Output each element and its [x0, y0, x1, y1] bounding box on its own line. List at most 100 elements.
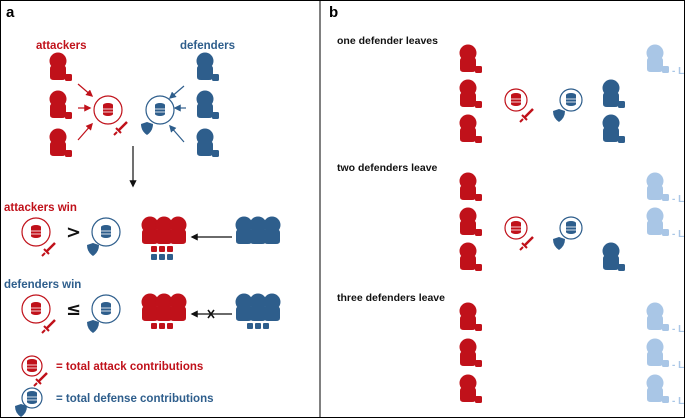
- attacker-person-icon: [169, 293, 187, 321]
- row-one-title: one defender leaves: [337, 35, 438, 47]
- leave-tag: - L: [672, 324, 684, 335]
- leq-symbol: ≤: [66, 299, 81, 320]
- departed-defender-icon: [646, 338, 669, 367]
- row-one-defenders: [602, 79, 625, 143]
- attacker-person-icon: [169, 216, 187, 244]
- legend-defense-text: = total defense contributions: [56, 393, 214, 405]
- sword-icon: [112, 120, 129, 137]
- attacker-person-icon: [141, 293, 159, 321]
- attackers-label: attackers: [36, 40, 87, 52]
- defender-person-icon: [263, 216, 281, 244]
- row-two-pools: [504, 216, 583, 252]
- sword-icon: [40, 241, 57, 258]
- shield-icon: [87, 243, 99, 256]
- panel-a-letter: a: [6, 4, 15, 21]
- attacker-person-icon: [459, 44, 482, 73]
- defense-pool: [141, 95, 175, 135]
- attacker-person-icon: [459, 338, 482, 367]
- defender-person-icon: [602, 114, 625, 143]
- defenders-win-group: [141, 293, 281, 329]
- departed-defender-icon: [646, 374, 669, 403]
- attacker-person-icon: [459, 79, 482, 108]
- defender-person-icon: [235, 293, 253, 321]
- shield-icon: [15, 404, 27, 417]
- attacker-person-icon: [49, 128, 72, 157]
- defender-person-icon: [249, 216, 267, 244]
- coin-stack-icon: [26, 358, 38, 373]
- defender-person-icon: [602, 242, 625, 271]
- attacker-person-icon: [459, 172, 482, 201]
- attacker-person-icon: [49, 90, 72, 119]
- sword-icon: [518, 235, 535, 252]
- coin-stack-icon: [565, 92, 577, 107]
- arrow-icon: [77, 83, 94, 97]
- departed-defender-icon: [646, 44, 669, 73]
- panel-b-letter: b: [329, 4, 338, 21]
- coin-stack-icon: [510, 92, 522, 107]
- attacker-person-icon: [155, 216, 173, 244]
- attacker-person-icon: [49, 52, 72, 81]
- coin-stack-icon: [100, 301, 112, 316]
- defender-person-icon: [235, 216, 253, 244]
- shield-icon: [553, 109, 565, 122]
- defenders-win-row: ≤: [21, 294, 121, 335]
- legend-defense: = total defense contributions: [15, 387, 214, 417]
- coin-stack-icon: [510, 220, 522, 235]
- attacker-arrows: [77, 83, 94, 141]
- row-one-leavers: - L: [646, 44, 684, 77]
- defender-group: [196, 52, 219, 157]
- arrow-icon: [77, 122, 93, 141]
- row-two-leavers: - L - L: [646, 172, 684, 240]
- row-one-attackers: [459, 44, 482, 143]
- row-three-attackers: [459, 302, 482, 403]
- attacker-group: [49, 52, 72, 157]
- arrow-icon: [169, 124, 185, 143]
- cross-icon: [207, 309, 215, 319]
- shield-icon: [87, 320, 99, 333]
- leave-tag: - L: [672, 396, 684, 407]
- legend-attack: = total attack contributions: [21, 355, 203, 388]
- legend-attack-text: = total attack contributions: [56, 361, 203, 373]
- coin-stack-icon: [26, 390, 38, 405]
- defender-person-icon: [602, 79, 625, 108]
- defenders-win-label: defenders win: [4, 279, 81, 291]
- coin-stack-icon: [30, 301, 42, 316]
- departed-defender-icon: [646, 207, 669, 236]
- coin-stack-icon: [30, 224, 42, 239]
- sword-icon: [40, 318, 57, 335]
- coin-stack-icon: [100, 224, 112, 239]
- leave-tag: - L: [672, 66, 684, 77]
- attacker-person-icon: [459, 374, 482, 403]
- row-three-title: three defenders leave: [337, 292, 445, 304]
- leave-tag: - L: [672, 229, 684, 240]
- row-one-pools: [504, 88, 583, 124]
- sword-icon: [518, 107, 535, 124]
- defenders-label: defenders: [180, 40, 235, 52]
- defender-person-icon: [249, 293, 267, 321]
- shield-icon: [553, 237, 565, 250]
- departed-defender-icon: [646, 172, 669, 201]
- attackers-win-row: >: [21, 217, 121, 258]
- leave-tag: - L: [672, 194, 684, 205]
- shield-icon: [141, 122, 153, 135]
- row-two-attackers: [459, 172, 482, 271]
- arrow-icon: [168, 85, 185, 99]
- row-two-defenders: [602, 242, 625, 271]
- attack-pool: [93, 95, 129, 137]
- defender-person-icon: [263, 293, 281, 321]
- attacker-person-icon: [141, 216, 159, 244]
- defender-arrows: [168, 85, 186, 143]
- coin-stack-icon: [102, 102, 114, 117]
- leave-tag: - L: [672, 360, 684, 371]
- row-three-leavers: - L - L - L: [646, 302, 684, 407]
- attacker-person-icon: [459, 207, 482, 236]
- attacker-person-icon: [459, 302, 482, 331]
- attacker-person-icon: [155, 293, 173, 321]
- coin-stack-icon: [565, 220, 577, 235]
- coin-stack-icon: [154, 102, 166, 117]
- greater-symbol: >: [66, 222, 81, 243]
- defender-person-icon: [196, 52, 219, 81]
- row-two-title: two defenders leave: [337, 162, 438, 174]
- defender-person-icon: [196, 90, 219, 119]
